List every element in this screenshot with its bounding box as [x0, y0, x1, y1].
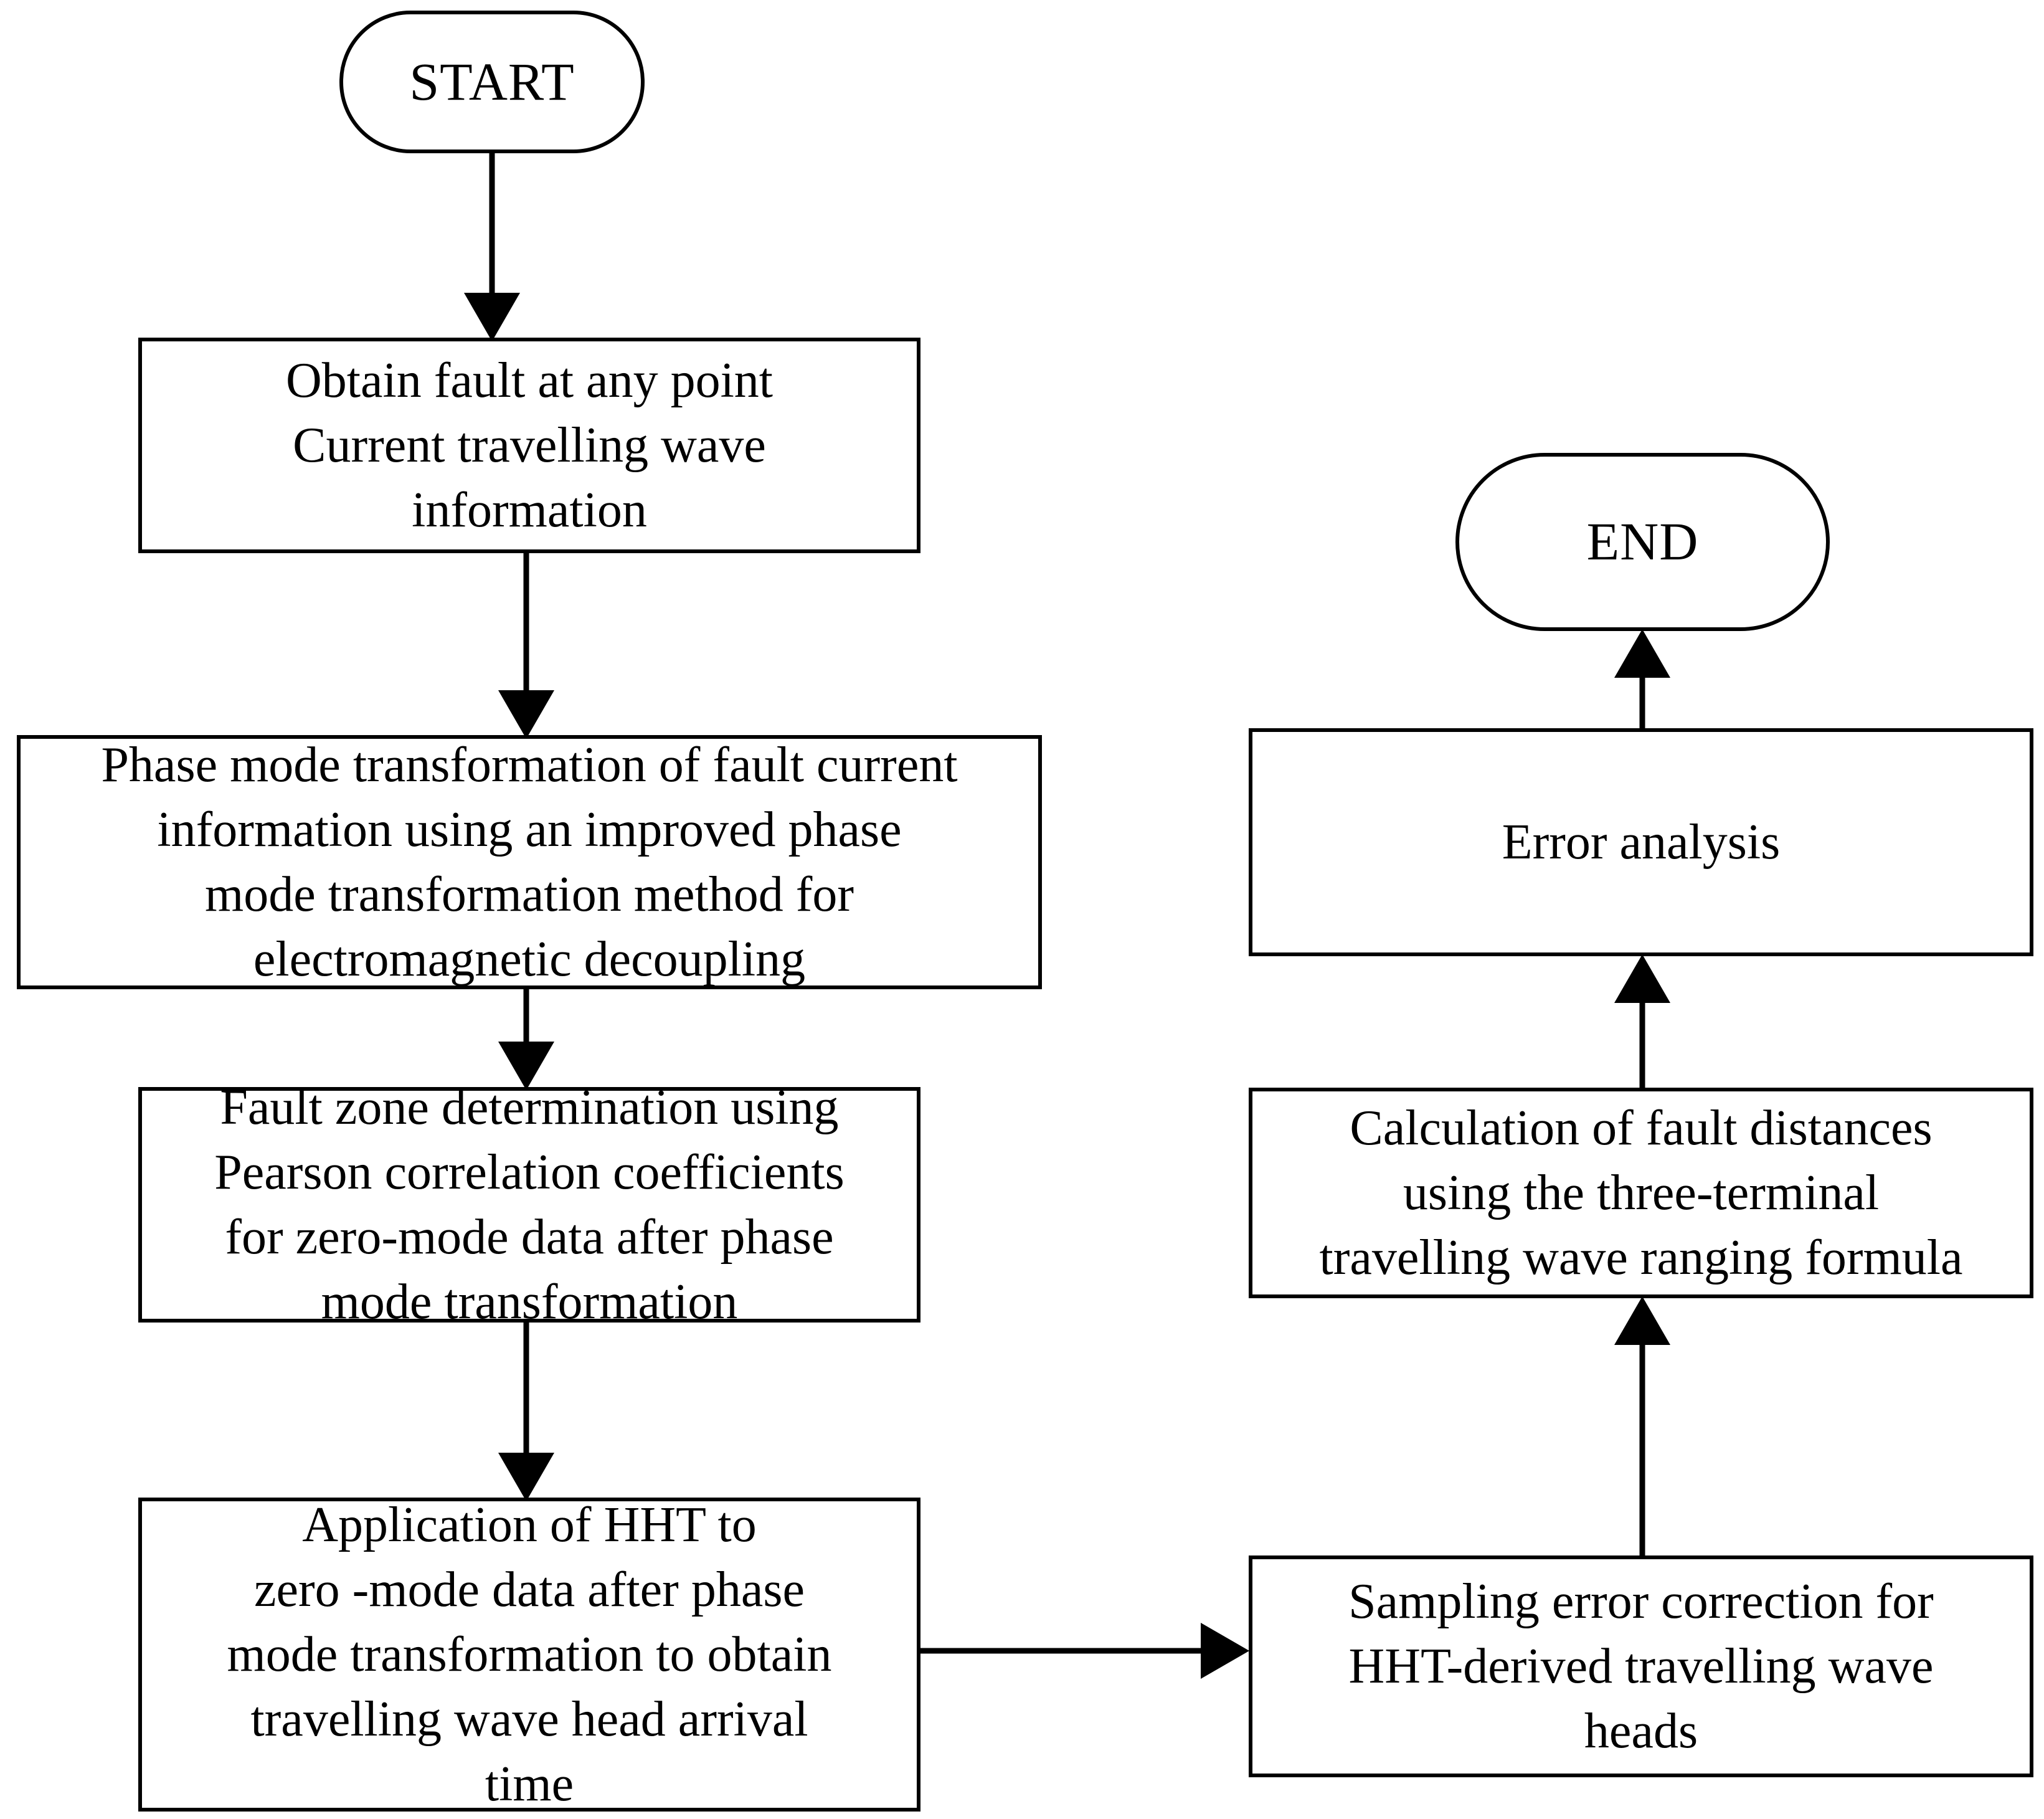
edge-hht-application-to-sampling-error-correction — [919, 1623, 1249, 1679]
node-shape-phase-mode-transformation[interactable] — [17, 735, 1042, 989]
edge-fault-distance-calculation-to-error-analysis — [1614, 954, 1670, 1090]
edge-phase-mode-transformation-to-fault-zone-determination — [498, 987, 554, 1090]
node-shape-fault-zone-determination[interactable] — [138, 1087, 920, 1323]
node-shape-fault-distance-calculation[interactable] — [1249, 1088, 2033, 1298]
edge-error-analysis-to-end — [1614, 629, 1670, 730]
edge-obtain-fault-to-phase-mode-transformation — [498, 551, 554, 739]
node-shape-sampling-error-correction[interactable] — [1249, 1555, 2033, 1777]
edge-start-to-obtain-fault — [464, 151, 520, 341]
edge-fault-zone-determination-to-hht-application — [498, 1321, 554, 1501]
edge-sampling-error-correction-to-fault-distance-calculation — [1614, 1296, 1670, 1557]
node-shape-end[interactable] — [1455, 453, 1830, 631]
node-shape-start[interactable] — [339, 11, 645, 153]
node-shape-error-analysis[interactable] — [1249, 728, 2033, 956]
node-shape-hht-application[interactable] — [138, 1498, 920, 1812]
node-shape-obtain-fault[interactable] — [138, 338, 920, 553]
